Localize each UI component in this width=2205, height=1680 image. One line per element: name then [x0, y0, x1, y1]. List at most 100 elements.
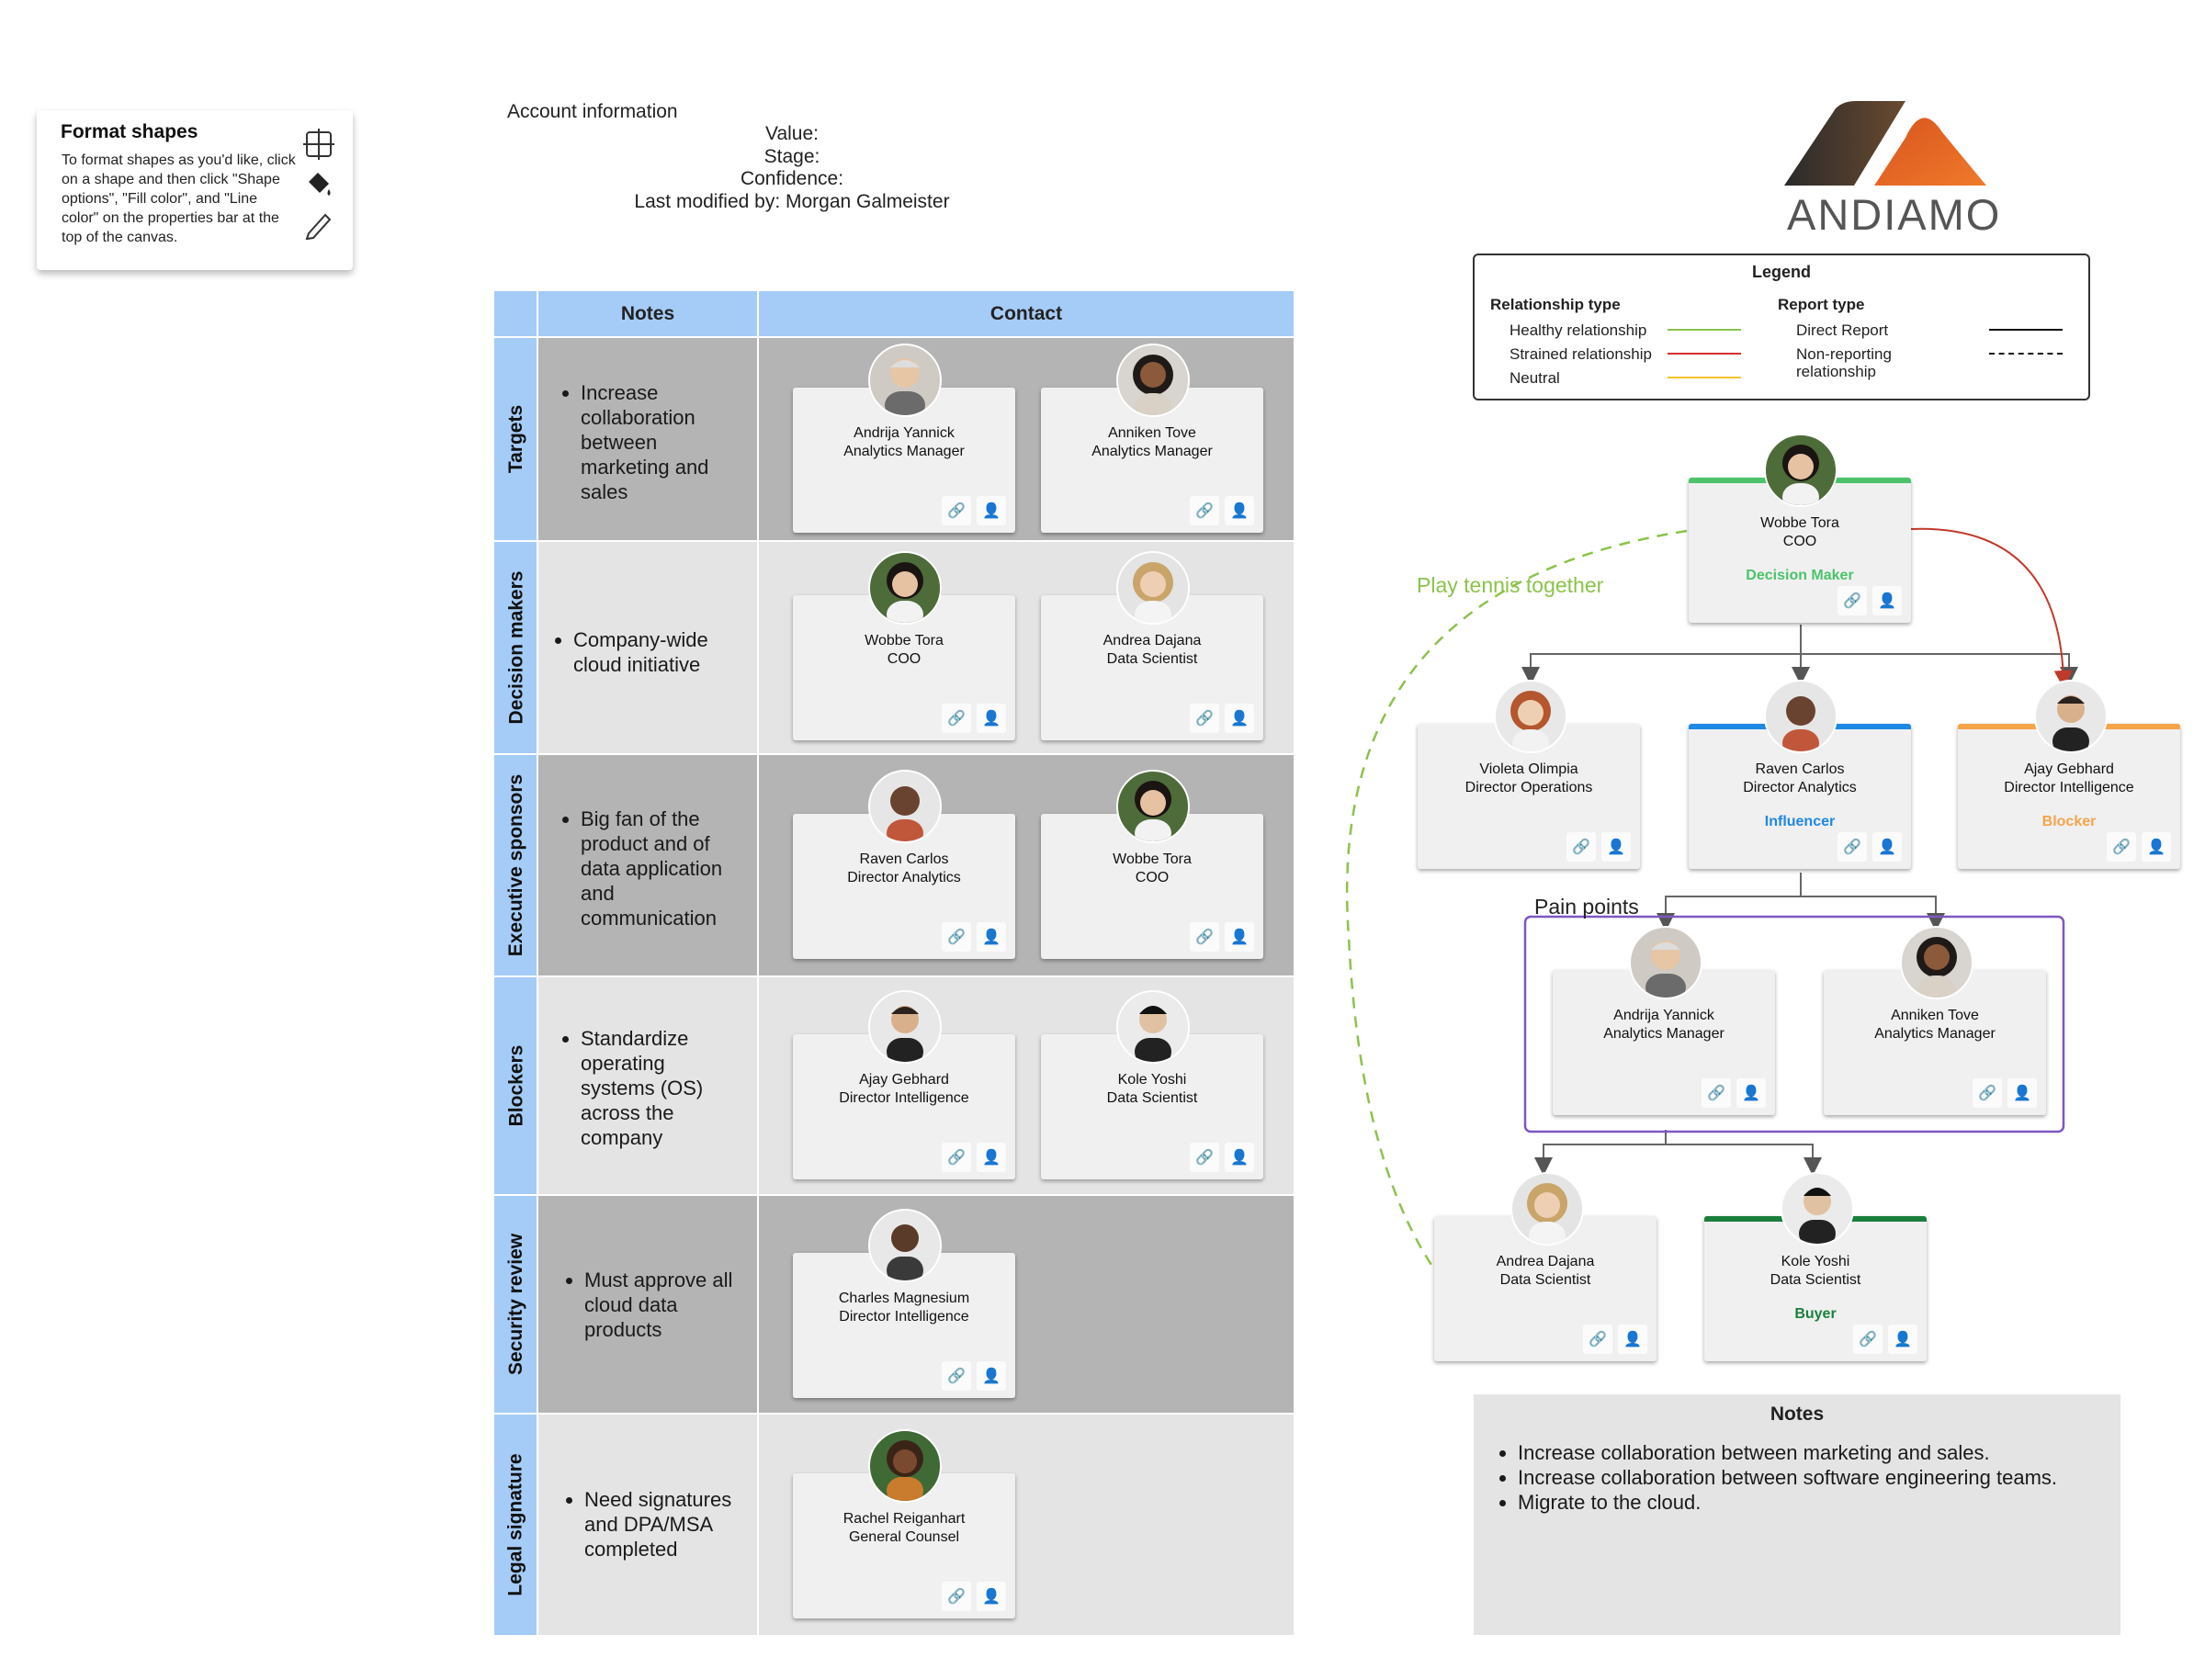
notes-list: Increase collaboration between marketing… — [1490, 1440, 2057, 1515]
avatar — [1494, 680, 1567, 753]
link-icon[interactable]: 🔗 — [1838, 832, 1867, 862]
person-icon[interactable]: 👤 — [1872, 586, 1902, 615]
contact-name: Raven Carlos — [859, 851, 949, 867]
header-corner — [494, 291, 538, 337]
contact-header: Contact — [759, 291, 1294, 337]
link-icon[interactable]: 🔗 — [1190, 922, 1219, 952]
person-icon[interactable]: 👤 — [977, 1361, 1006, 1391]
tip-title: Format shapes — [61, 121, 198, 142]
link-icon[interactable]: 🔗 — [2107, 832, 2136, 862]
person-icon[interactable]: 👤 — [977, 496, 1006, 525]
avatar — [1510, 1172, 1584, 1246]
link-icon[interactable]: 🔗 — [1838, 586, 1867, 615]
org-card-director[interactable]: Violeta Olimpia Director Operations 🔗👤 — [1418, 724, 1640, 869]
direct-line — [1989, 329, 2063, 331]
legend-neutral: Neutral — [1510, 369, 1560, 387]
person-icon[interactable]: 👤 — [977, 922, 1006, 952]
link-icon[interactable]: 🔗 — [942, 1361, 971, 1391]
notes-box: Notes Increase collaboration between mar… — [1474, 1394, 2120, 1635]
person-icon[interactable]: 👤 — [1601, 832, 1631, 862]
role-label: Buyer — [1794, 1306, 1837, 1322]
contact-name: Wobbe Tora — [1760, 515, 1839, 531]
lane-note: Standardize operating systems (OS) acros… — [557, 1026, 741, 1150]
logo-text: ANDIAMO — [1787, 190, 2002, 239]
link-icon[interactable]: 🔗 — [1973, 1078, 2002, 1108]
lane-strip — [494, 755, 538, 975]
contact-name: Andrija Yannick — [1613, 1008, 1714, 1023]
contact-name: Charles Magnesium — [838, 1291, 970, 1306]
last-modified-label: Last modified by: Morgan Galmeister — [634, 191, 950, 212]
person-icon[interactable]: 👤 — [1225, 704, 1254, 733]
person-icon[interactable]: 👤 — [1618, 1325, 1647, 1354]
lane-strip — [494, 977, 538, 1194]
link-icon[interactable]: 🔗 — [1190, 704, 1219, 733]
person-icon[interactable]: 👤 — [1872, 832, 1902, 862]
link-icon[interactable]: 🔗 — [1583, 1325, 1612, 1354]
person-icon[interactable]: 👤 — [2142, 832, 2171, 862]
role-label: Blocker — [2041, 814, 2097, 829]
column-divider — [757, 291, 759, 1636]
row-divider — [494, 540, 1294, 542]
person-icon[interactable]: 👤 — [1225, 1143, 1254, 1172]
lane-strip — [494, 1415, 538, 1635]
person-icon[interactable]: 👤 — [977, 1582, 1006, 1611]
contact-name: Anniken Tove — [1891, 1008, 1979, 1023]
link-icon[interactable]: 🔗 — [942, 704, 971, 733]
legend-title: Legend — [1751, 263, 1811, 281]
legend-nonreporting: Non-reporting relationship — [1796, 345, 1892, 380]
link-icon[interactable]: 🔗 — [1853, 1325, 1883, 1354]
avatar — [1781, 1172, 1854, 1246]
avatar — [1764, 434, 1838, 507]
pain-points-label: Pain points — [1534, 895, 1639, 919]
link-icon[interactable]: 🔗 — [1190, 496, 1219, 525]
person-icon[interactable]: 👤 — [977, 704, 1006, 733]
link-icon[interactable]: 🔗 — [942, 1582, 971, 1611]
contact-name: Ajay Gebhard — [2024, 761, 2114, 777]
link-icon[interactable]: 🔗 — [1190, 1143, 1219, 1172]
avatar — [868, 990, 942, 1064]
fill-color-icon[interactable] — [303, 169, 334, 200]
contact-title: Data Scientist — [1499, 1272, 1591, 1288]
contact-title: COO — [1135, 870, 1170, 885]
contact-title: Analytics Manager — [1874, 1026, 1996, 1042]
person-icon[interactable]: 👤 — [1888, 1325, 1917, 1354]
contact-name: Wobbe Tora — [865, 633, 944, 648]
contact-title: Analytics Manager — [1603, 1026, 1724, 1042]
avatar — [1629, 926, 1702, 999]
contact-title: Director Intelligence — [2004, 780, 2134, 795]
lane-strip — [494, 338, 538, 540]
avatar — [1116, 770, 1190, 843]
contact-name: Raven Carlos — [1755, 761, 1845, 777]
contact-name: Anniken Tove — [1108, 425, 1196, 441]
avatar — [1900, 926, 1973, 999]
relationship-header: Relationship type — [1490, 296, 1621, 313]
avatar — [1116, 344, 1190, 417]
link-icon[interactable]: 🔗 — [942, 1143, 971, 1172]
contact-card[interactable]: Wobbe Tora COO 🔗👤 — [1041, 814, 1263, 959]
link-icon[interactable]: 🔗 — [1566, 832, 1596, 862]
report-header: Report type — [1778, 296, 1865, 313]
role-label: Influencer — [1764, 814, 1836, 829]
person-icon[interactable]: 👤 — [2007, 1078, 2037, 1108]
contact-title: Director Analytics — [1743, 780, 1857, 795]
column-divider — [537, 291, 538, 1636]
legend-direct: Direct Report — [1796, 321, 1889, 339]
avatar — [868, 551, 942, 625]
legend-healthy: Healthy relationship — [1510, 321, 1647, 339]
row-divider — [494, 753, 1294, 755]
healthy-line — [1668, 329, 1741, 331]
link-icon[interactable]: 🔗 — [942, 496, 971, 525]
shape-options-icon[interactable] — [303, 129, 334, 160]
contact-name: Kole Yoshi — [1117, 1072, 1187, 1088]
legend: Legend Relationship type Healthy relatio… — [1473, 254, 2090, 400]
person-icon[interactable]: 👤 — [1736, 1078, 1766, 1108]
link-icon[interactable]: 🔗 — [942, 922, 971, 952]
contact-title: COO — [1782, 534, 1817, 549]
person-icon[interactable]: 👤 — [1225, 496, 1254, 525]
link-icon[interactable]: 🔗 — [1702, 1078, 1731, 1108]
person-icon[interactable]: 👤 — [977, 1143, 1006, 1172]
line-color-icon[interactable] — [303, 209, 334, 241]
contact-name: Ajay Gebhard — [859, 1072, 949, 1088]
person-icon[interactable]: 👤 — [1225, 922, 1254, 952]
